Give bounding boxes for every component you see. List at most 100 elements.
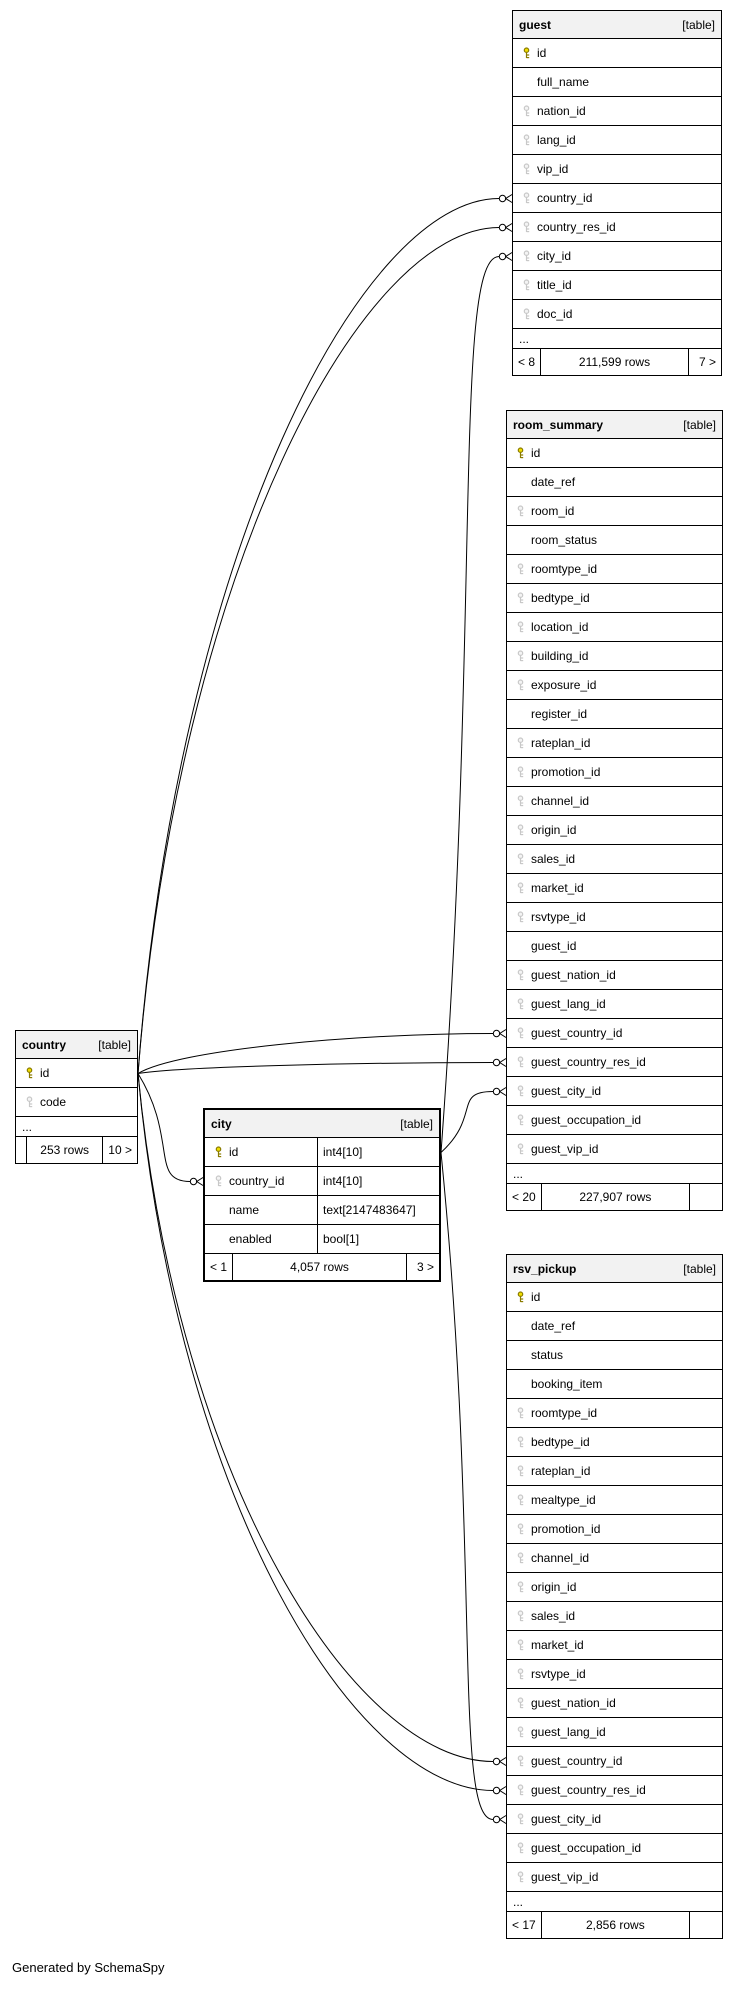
zero-many-circle (498, 223, 507, 232)
column-row-rsvtype_id: rsvtype_id (507, 1660, 722, 1689)
key-cell (511, 1552, 529, 1564)
column-row-exposure_id: exposure_id (507, 671, 722, 700)
foreign-key-icon (515, 969, 526, 981)
key-cell (20, 1067, 38, 1079)
fk-relationship-city-guest-city_id (440, 256, 500, 1153)
key-cell (511, 1697, 529, 1709)
table-header-city[interactable]: city [table] (205, 1110, 439, 1138)
footer-child-count (690, 1912, 722, 1938)
foreign-key-icon (515, 1842, 526, 1854)
footer-child-count (690, 1184, 722, 1210)
table-type-label: [table] (400, 1116, 433, 1131)
foreign-key-icon (521, 192, 532, 204)
column-row-guest_nation_id: guest_nation_id (507, 1689, 722, 1718)
column-row-guest_occupation_id: guest_occupation_id (507, 1834, 722, 1863)
column-row-enabled: enabled bool[1] (205, 1225, 439, 1254)
table-name: guest (519, 17, 552, 32)
key-cell (511, 1436, 529, 1448)
foreign-key-icon (515, 882, 526, 894)
column-name: date_ref (531, 1319, 576, 1333)
footer-child-count: 7 > (698, 355, 716, 369)
foreign-key-icon (521, 134, 532, 146)
foreign-key-icon (521, 308, 532, 320)
column-row-guest_nation_id: guest_nation_id (507, 961, 722, 990)
foreign-key-icon (515, 1436, 526, 1448)
generator-credit: Generated by SchemaSpy (12, 1960, 165, 1975)
column-name: lang_id (537, 133, 576, 147)
more-columns-ellipsis: ... (507, 1164, 722, 1184)
zero-many-circle (492, 1815, 501, 1824)
table-header-room_summary[interactable]: room_summary[table] (507, 411, 722, 439)
column-row-promotion_id: promotion_id (507, 758, 722, 787)
foreign-key-icon (515, 1494, 526, 1506)
column-row-market_id: market_id (507, 1631, 722, 1660)
fk-relationship-country-room_summary-guest_country_res_id (137, 1062, 494, 1074)
fk-relationship-country-rsv_pickup-guest_country_res_id (137, 1073, 494, 1791)
key-cell (511, 882, 529, 894)
table-header-rsv_pickup[interactable]: rsv_pickup[table] (507, 1255, 722, 1283)
column-name: guest_country_res_id (531, 1055, 646, 1069)
foreign-key-icon (515, 1668, 526, 1680)
key-cell (517, 279, 535, 291)
zero-many-circle (492, 1786, 501, 1795)
column-name: channel_id (531, 1551, 590, 1565)
column-row-room_status: room_status (507, 526, 722, 555)
footer-parent-count: < 20 (512, 1190, 536, 1204)
fk-relationship-city-rsv_pickup-guest_city_id (440, 1152, 494, 1820)
column-name: guest_id (531, 939, 577, 953)
fk-relationship-country-city-country_id (137, 1073, 191, 1182)
foreign-key-icon (515, 592, 526, 604)
column-row-id: id (507, 1283, 722, 1312)
column-row-country_id: country_id (513, 184, 721, 213)
column-row-doc_id: doc_id (513, 300, 721, 329)
foreign-key-icon (515, 1813, 526, 1825)
column-name: rateplan_id (531, 736, 591, 750)
column-name: building_id (531, 649, 589, 663)
key-cell (511, 1610, 529, 1622)
column-row-guest_occupation_id: guest_occupation_id (507, 1106, 722, 1135)
table-header-guest[interactable]: guest[table] (513, 11, 721, 39)
column-name: country_res_id (537, 220, 616, 234)
column-row-status: status (507, 1341, 722, 1370)
column-row-origin_id: origin_id (507, 1573, 722, 1602)
column-name: guest_country_id (531, 1026, 623, 1040)
column-row-guest_city_id: guest_city_id (507, 1805, 722, 1834)
fk-relationship-country-rsv_pickup-guest_country_id (137, 1073, 494, 1762)
column-name: rsvtype_id (531, 1667, 586, 1681)
foreign-key-icon (515, 1407, 526, 1419)
column-row-market_id: market_id (507, 874, 722, 903)
key-cell (511, 1581, 529, 1593)
key-cell (511, 737, 529, 749)
column-name: full_name (537, 75, 590, 89)
column-row-full_name: full_name (513, 68, 721, 97)
table-header-country[interactable]: country[table] (16, 1031, 137, 1059)
foreign-key-icon (515, 1697, 526, 1709)
key-cell (511, 1523, 529, 1535)
crowfoot-arrow (504, 223, 513, 232)
column-type: bool[1] (317, 1225, 439, 1253)
key-cell (20, 1096, 38, 1108)
column-row-id: id (507, 439, 722, 468)
footer-parent-count: < 8 (518, 355, 536, 369)
column-row-promotion_id: promotion_id (507, 1515, 722, 1544)
foreign-key-icon (515, 563, 526, 575)
column-name: guest_nation_id (531, 968, 616, 982)
table-name: city (211, 1116, 232, 1131)
key-cell (511, 1143, 529, 1155)
zero-many-circle (189, 1177, 198, 1186)
key-cell (517, 105, 535, 117)
column-name: enabled (229, 1232, 272, 1246)
footer-parent-count: < 17 (512, 1918, 536, 1932)
column-name: status (531, 1348, 564, 1362)
fk-relationship-country-room_summary-guest_country_id (137, 1033, 494, 1074)
column-name: mealtype_id (531, 1493, 596, 1507)
crowfoot-arrow (498, 1029, 507, 1038)
foreign-key-icon (515, 1610, 526, 1622)
column-name: exposure_id (531, 678, 597, 692)
foreign-key-icon (521, 163, 532, 175)
key-cell (511, 1291, 529, 1303)
crowfoot-arrow (504, 252, 513, 261)
